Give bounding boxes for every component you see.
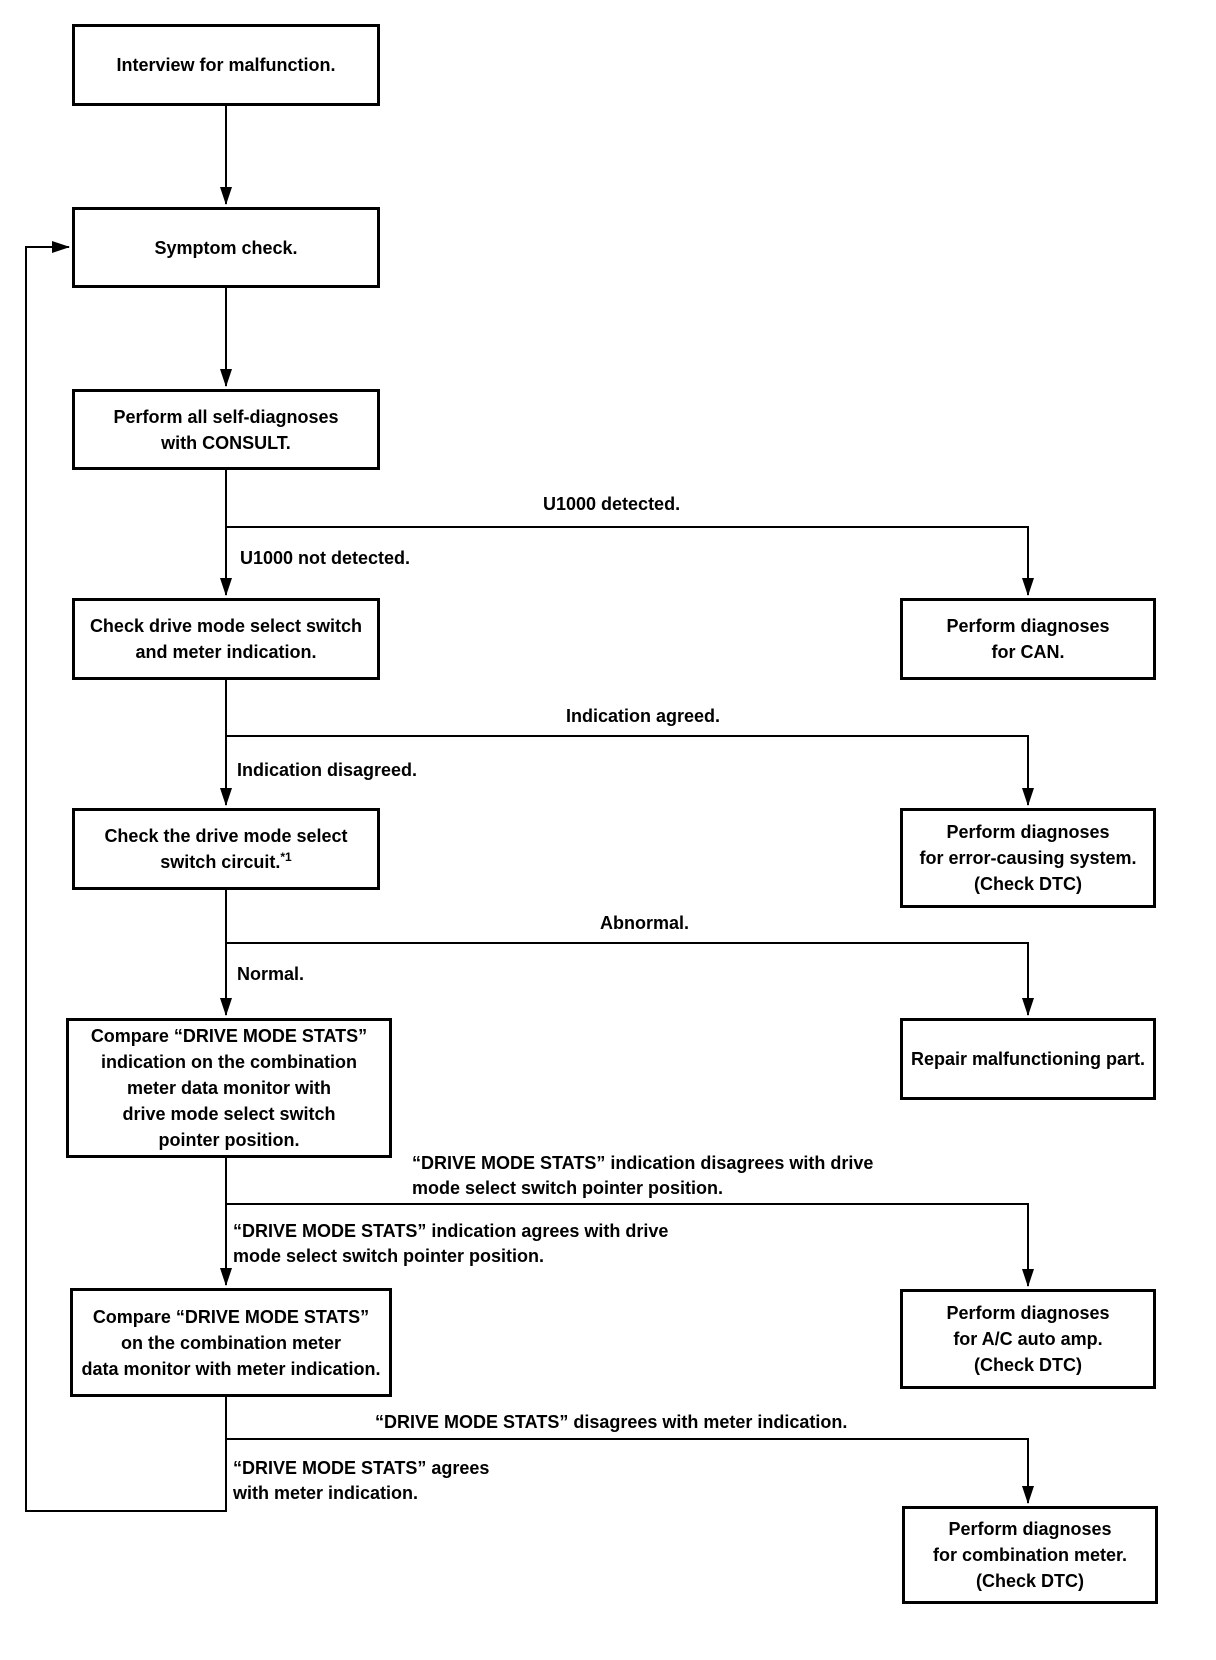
label-stats-agrees-pointer: “DRIVE MODE STATS” indication agrees wit… <box>233 1221 669 1266</box>
node-check-switch-circuit-label: Check the drive mode select switch circu… <box>104 826 348 872</box>
label-normal: Normal. <box>237 964 305 984</box>
label-u1000-not-detected: U1000 not detected. <box>240 548 411 568</box>
footnote-ref: *1 <box>280 850 292 864</box>
label-u1000-detected: U1000 detected. <box>543 494 681 514</box>
label-indication-disagreed: Indication disagreed. <box>237 760 418 780</box>
node-compare-pointer-position-label: Compare “DRIVE MODE STATS” indication on… <box>90 1026 368 1150</box>
node-compare-pointer-position: Compare “DRIVE MODE STATS” indication on… <box>66 1018 392 1158</box>
label-indication-agreed: Indication agreed. <box>566 706 721 726</box>
node-repair-part: Repair malfunctioning part. <box>900 1018 1156 1100</box>
node-check-switch-circuit: Check the drive mode select switch circu… <box>72 808 380 890</box>
node-interview: Interview for malfunction. <box>72 24 380 106</box>
node-repair-part-label: Repair malfunctioning part. <box>910 1049 1146 1069</box>
edge-circuit-repair <box>226 942 1034 1016</box>
label-stats-agrees-meter: “DRIVE MODE STATS” agrees with meter ind… <box>233 1458 490 1503</box>
node-interview-label: Interview for malfunction. <box>116 55 336 75</box>
label-stats-disagrees-meter: “DRIVE MODE STATS” disagrees with meter … <box>375 1412 848 1432</box>
node-diagnoses-can: Perform diagnoses for CAN. <box>900 598 1156 680</box>
node-symptom-check: Symptom check. <box>72 207 380 288</box>
node-diagnoses-error-system-label: Perform diagnoses for error-causing syst… <box>919 822 1137 894</box>
node-diagnoses-ac-amp-label: Perform diagnoses for A/C auto amp. (Che… <box>946 1303 1110 1375</box>
node-compare-meter-indication-label: Compare “DRIVE MODE STATS” on the combin… <box>81 1306 381 1379</box>
label-stats-disagrees-pointer: “DRIVE MODE STATS” indication disagrees … <box>412 1153 874 1198</box>
node-self-diagnoses: Perform all self-diagnoses with CONSULT. <box>72 389 380 470</box>
node-diagnoses-ac-amp: Perform diagnoses for A/C auto amp. (Che… <box>900 1289 1156 1389</box>
node-self-diagnoses-label: Perform all self-diagnoses with CONSULT. <box>113 406 339 453</box>
node-check-switch-meter-label: Check drive mode select switch and meter… <box>89 616 363 662</box>
node-check-switch-meter: Check drive mode select switch and meter… <box>72 598 380 680</box>
node-symptom-check-label: Symptom check. <box>154 237 298 258</box>
node-diagnoses-can-label: Perform diagnoses for CAN. <box>946 616 1110 662</box>
node-compare-meter-indication: Compare “DRIVE MODE STATS” on the combin… <box>70 1288 392 1397</box>
node-diagnoses-combination-meter-label: Perform diagnoses for combination meter.… <box>932 1519 1128 1591</box>
node-diagnoses-combination-meter: Perform diagnoses for combination meter.… <box>902 1506 1158 1604</box>
label-abnormal: Abnormal. <box>600 913 690 933</box>
node-diagnoses-error-system: Perform diagnoses for error-causing syst… <box>900 808 1156 908</box>
